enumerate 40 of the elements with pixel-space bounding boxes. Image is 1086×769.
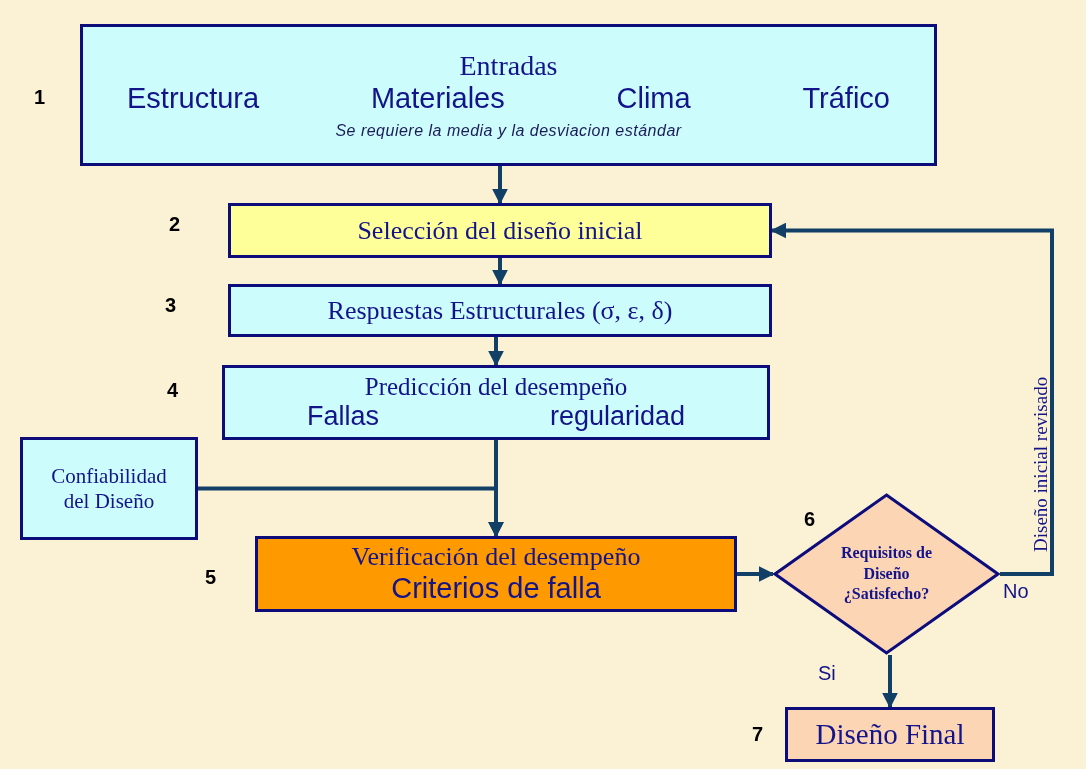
- box-text: Selección del diseño inicial: [357, 215, 643, 246]
- input-label: Tráfico: [802, 82, 890, 116]
- box-text: Diseño Final: [815, 717, 965, 752]
- decision-text: Requisitos de Diseño ¿Satisfecho?: [839, 542, 934, 605]
- note-text: Se requiere la media y la desviacion estándar: [335, 121, 682, 140]
- branch-label: No: [1003, 580, 1029, 603]
- process-box: [255, 536, 737, 612]
- input-label: Materiales: [370, 82, 505, 116]
- input-label: Clima: [616, 82, 691, 116]
- step-number: 2: [169, 213, 181, 236]
- box-heading: Entradas: [459, 50, 558, 83]
- edge-label: Si: [818, 662, 836, 685]
- box-heading: Verificación del desempeño: [351, 542, 641, 573]
- input-label: Estructura: [127, 82, 260, 116]
- arrow: [492, 166, 508, 205]
- box-text: Respuestas Estructurales (σ, ε, δ): [327, 295, 673, 326]
- process-box: [228, 284, 772, 337]
- arrow: [488, 337, 504, 367]
- step-number: 1: [34, 86, 46, 109]
- box-heading: Predicción del desempeño: [364, 372, 628, 402]
- step-number: 4: [167, 379, 179, 402]
- edge-label: Diseño inicial revisado: [1030, 376, 1052, 552]
- box-text: Confiabilidad del Diseño: [50, 464, 168, 513]
- box-text: Criterios de falla: [391, 572, 601, 606]
- process-box: [20, 437, 198, 540]
- box-text: regularidad: [549, 401, 685, 433]
- arrow: [492, 258, 508, 286]
- process-box: [228, 203, 772, 258]
- arrow: [770, 222, 1054, 576]
- process-box: [785, 707, 995, 762]
- arrow: [737, 566, 775, 582]
- process-box: [222, 365, 770, 440]
- step-number: 7: [752, 723, 764, 746]
- step-number: 6: [804, 508, 816, 531]
- process-box: [80, 24, 937, 166]
- step-number: 5: [205, 566, 217, 589]
- step-number: 3: [165, 294, 177, 317]
- decision-diamond: [773, 493, 1000, 655]
- arrow: [882, 655, 898, 709]
- box-text: Fallas: [307, 401, 380, 433]
